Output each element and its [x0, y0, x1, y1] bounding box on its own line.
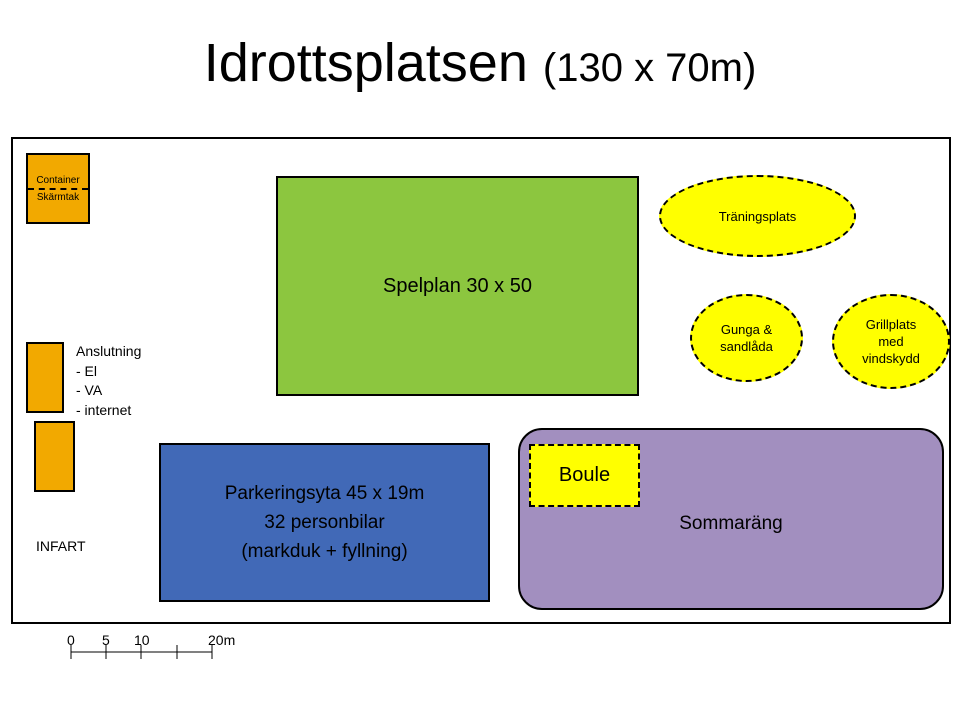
- connection-item-el: - El: [76, 362, 97, 379]
- grill-label-3: vindskydd: [862, 351, 920, 366]
- grill-area: Grillplats med vindskydd: [832, 294, 950, 389]
- container-shelter: Container Skärmtak: [26, 153, 90, 224]
- shelter-label: Skärmtak: [36, 191, 80, 203]
- swing-label-1: Gunga &: [720, 322, 773, 337]
- connection-legend: Anslutning - El - VA - internet: [76, 342, 141, 420]
- title-main: Idrottsplatsen: [203, 33, 528, 93]
- parking-label-1: Parkeringsyta 45 x 19m: [224, 483, 425, 504]
- training-area: Träningsplats: [659, 175, 856, 257]
- title-dimensions: (130 x 70m): [542, 46, 757, 90]
- connection-item-va: - VA: [76, 382, 103, 398]
- container-divider: [28, 187, 88, 190]
- connection-item-internet: - internet: [76, 401, 132, 418]
- utility-box-1: [26, 342, 64, 413]
- parking-label-2: 32 personbilar: [264, 512, 385, 533]
- playing-field: Spelplan 30 x 50: [276, 176, 639, 396]
- grill-label-1: Grillplats: [865, 317, 917, 332]
- swing-label-2: sandlåda: [720, 339, 773, 354]
- grill-label-2: med: [878, 334, 904, 349]
- utility-box-2: [34, 421, 75, 492]
- summer-meadow-label: Sommaräng: [679, 513, 783, 534]
- page-title: Idrottsplatsen (130 x 70m): [0, 30, 960, 101]
- boule-court: Boule: [529, 444, 640, 507]
- boule-label: Boule: [558, 464, 611, 486]
- playing-field-label: Spelplan 30 x 50: [382, 274, 532, 297]
- scale-label-20m: 20m: [208, 632, 236, 648]
- container-label: Container: [36, 174, 80, 186]
- swing-sandbox-area: Gunga & sandlåda: [690, 294, 803, 382]
- parking-label-3: (markduk + fyllning): [241, 541, 408, 562]
- scale-label-5: 5: [102, 632, 110, 648]
- connection-heading: Anslutning: [76, 343, 142, 359]
- scale-label-10: 10: [134, 632, 150, 648]
- entrance-label: INFART: [36, 538, 86, 554]
- scale-label-0: 0: [67, 632, 75, 648]
- scale-bar-graphic: [70, 645, 213, 659]
- parking-area: Parkeringsyta 45 x 19m 32 personbilar (m…: [159, 443, 490, 602]
- training-label: Träningsplats: [718, 208, 797, 224]
